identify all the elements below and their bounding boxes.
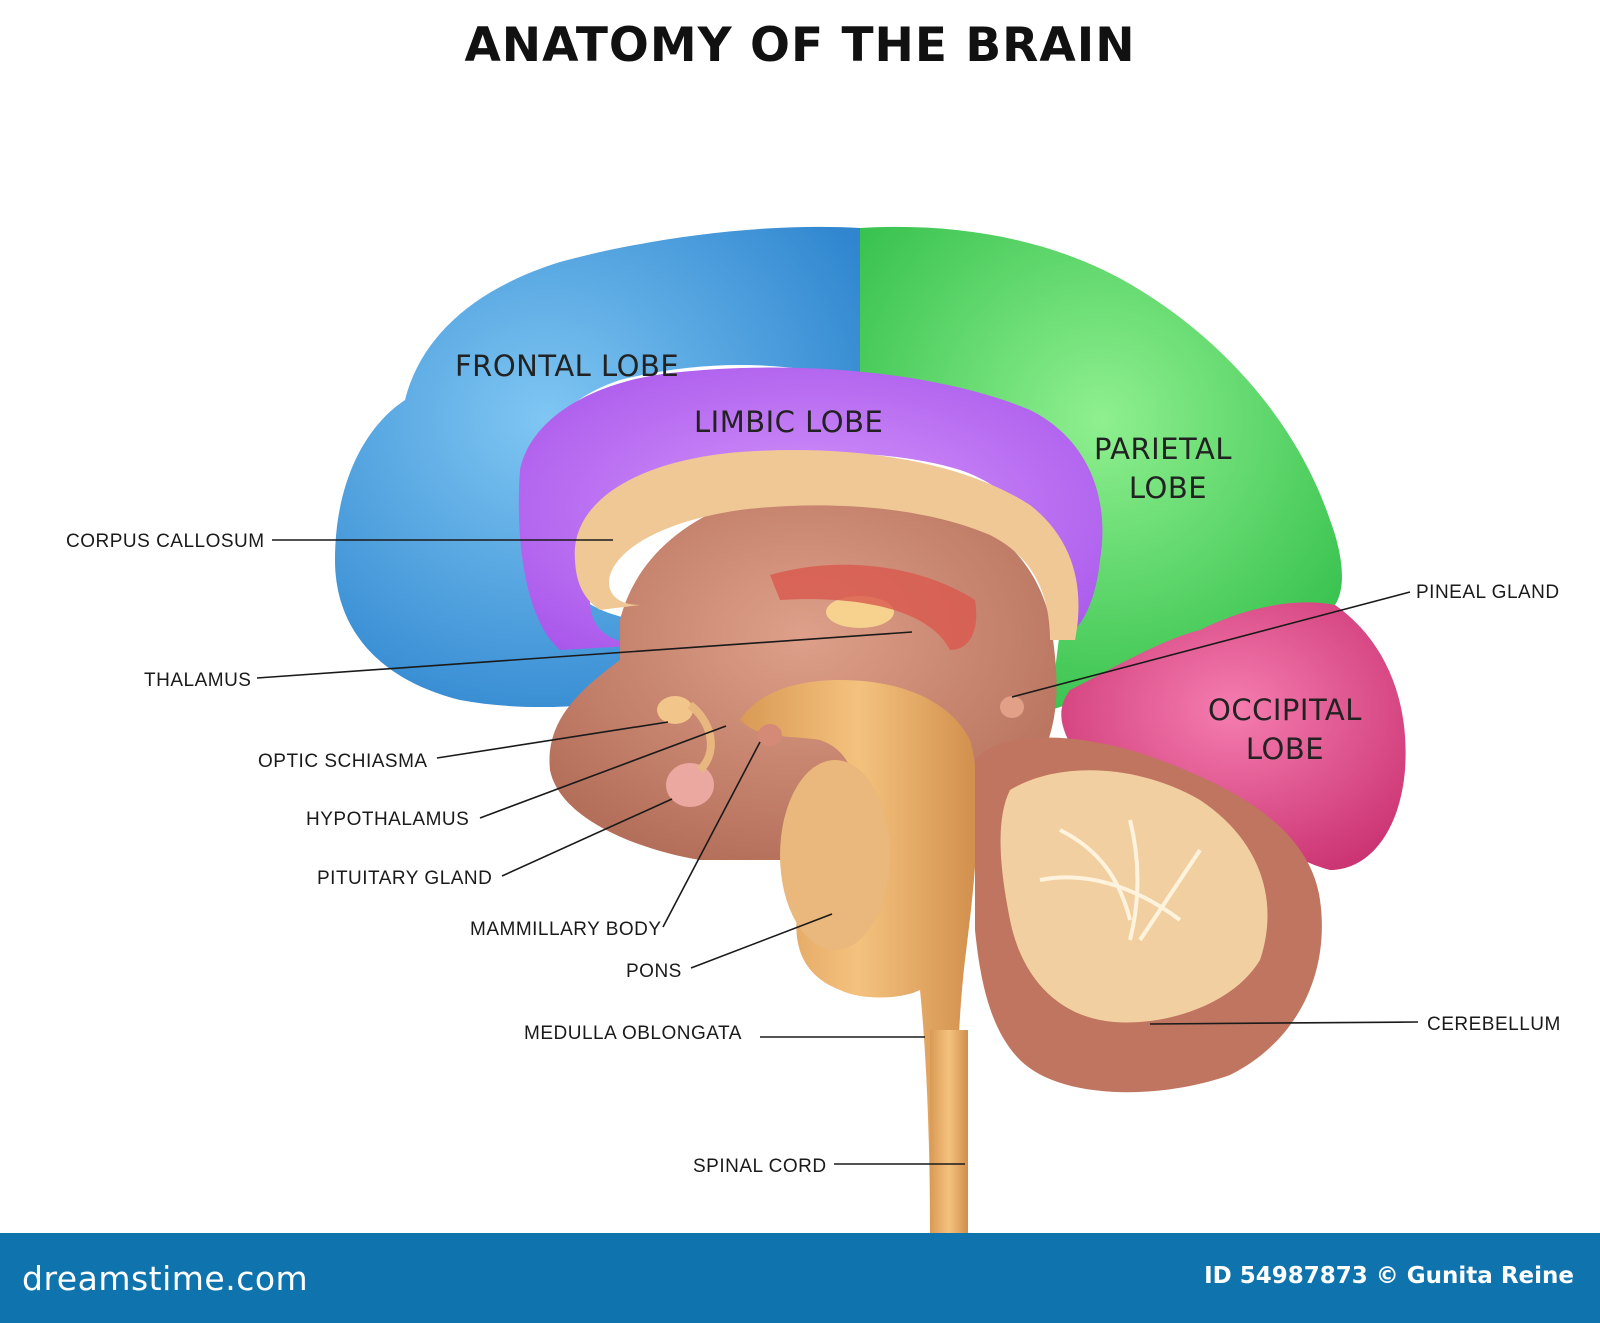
mammillary-body [758,724,782,746]
mammillary-body-label: MAMMILLARY BODY [470,919,662,940]
diagram-title: ANATOMY OF THE BRAIN [464,18,1136,73]
cerebellum-leader [1149,1021,1419,1025]
frontal-lobe-label: FRONTAL LOBE [455,349,679,383]
parietal-lobe-label-line2: LOBE [1129,471,1207,505]
medulla-oblongata-label: MEDULLA OBLONGATA [524,1023,742,1044]
thalamus-label: THALAMUS [144,670,251,691]
optic-schiasma-leader [436,721,669,759]
frontal-lobe [335,226,860,708]
pineal-gland-label: PINEAL GLAND [1416,582,1560,603]
corpus-callosum [574,450,1079,640]
footer-bar: dreamstime.com ID 54987873 © Gunita Rein… [0,1233,1600,1323]
occipital-lobe [1061,602,1406,870]
spinal-cord [930,1030,968,1233]
limbic-lobe [518,367,1103,650]
footer-credit: ID 54987873 © Gunita Reine [1204,1263,1574,1289]
footer-logo: dreamstime.com [22,1259,309,1298]
pituitary-gland-leader [501,798,673,877]
thalamus-leader [256,631,913,679]
hypothalamus-leader [479,725,727,819]
mammillary-body-leader [662,741,761,928]
pineal-gland-leader [1011,591,1411,698]
occipital-lobe-label-line1: OCCIPITAL [1208,693,1362,727]
hypothalamus-label: HYPOTHALAMUS [306,809,469,830]
optic-schiasma-label: OPTIC SCHIASMA [258,751,428,772]
parietal-lobe-label-line1: PARIETAL [1094,432,1232,466]
spinal-cord-label: SPINAL CORD [693,1156,827,1177]
pons [780,760,890,950]
pons-leader [690,913,833,969]
brainstem [740,680,978,1233]
brain-diagram: FRONTAL LOBE LIMBIC LOBE PARIETAL LOBE O… [66,226,1561,1233]
corpus-callosum-label: CORPUS CALLOSUM [66,531,265,552]
limbic-lobe-label: LIMBIC LOBE [694,405,883,439]
pituitary-gland-label: PITUITARY GLAND [317,868,492,889]
cerebellum-label: CEREBELLUM [1427,1014,1561,1035]
optic-chiasm [657,696,693,724]
pituitary-gland [666,763,714,807]
pineal-gland [1000,696,1024,718]
occipital-lobe-label-line2: LOBE [1246,732,1324,766]
pons-label: PONS [626,961,682,982]
parietal-lobe [860,226,1342,711]
